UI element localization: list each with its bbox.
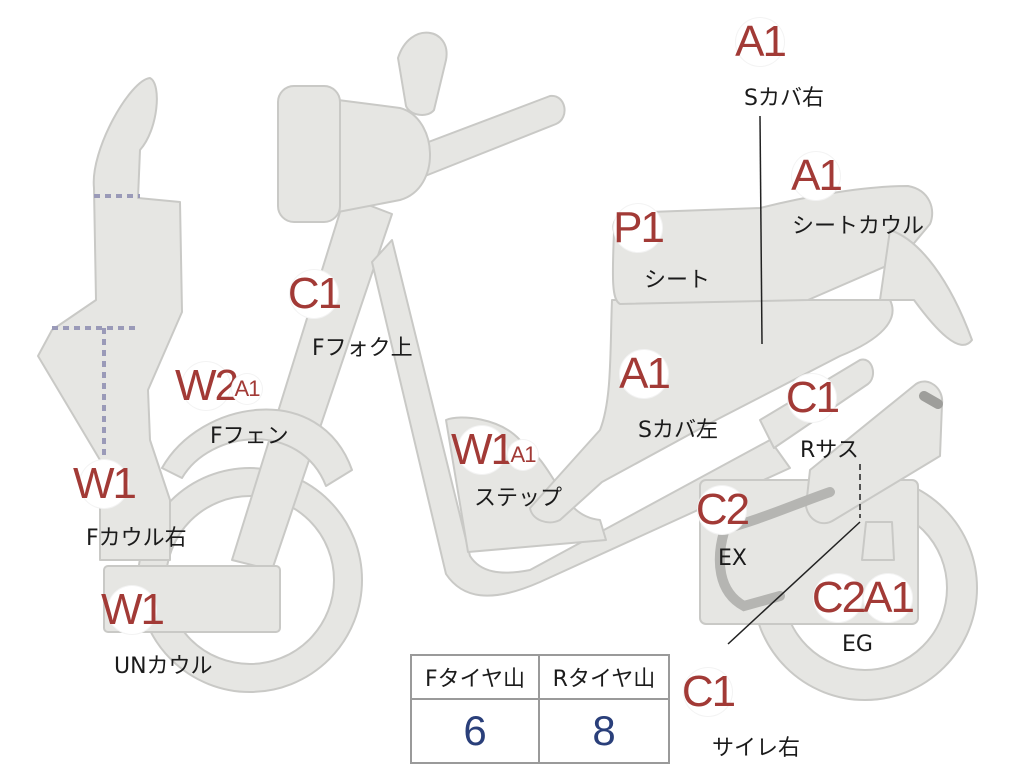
- grade-step-1: W1: [451, 425, 515, 474]
- label-under-cowl: UNカウル: [114, 654, 213, 679]
- mirror: [397, 31, 448, 116]
- front-tire-value: 6: [412, 700, 540, 762]
- rear-tire-header: Rタイヤ山: [540, 656, 668, 700]
- grade-r-suspension: C1: [785, 373, 840, 422]
- label-engine: EG: [842, 632, 873, 657]
- handlebar: [401, 94, 566, 179]
- grade-f-fender-1: W2: [175, 361, 239, 410]
- label-s-cover-right: Sカバ右: [744, 86, 824, 111]
- grade-f-fork-upper: C1: [287, 269, 342, 318]
- grade-step-2: A1: [508, 440, 538, 470]
- leader-silencer-right: [727, 521, 861, 645]
- silencer-tip: [919, 391, 943, 409]
- handle-cover: [337, 99, 431, 213]
- label-exhaust: EX: [718, 546, 747, 571]
- floor-frame: [371, 239, 791, 597]
- grade-silencer-right: C1: [681, 667, 736, 716]
- grade-engine-1: C2: [811, 573, 866, 622]
- label-s-cover-left: Sカバ左: [638, 418, 718, 443]
- label-r-suspension: Rサス: [800, 438, 859, 463]
- label-silencer-right: サイレ右: [712, 736, 801, 761]
- tire-tread-table: Fタイヤ山 Rタイヤ山 6 8: [410, 654, 670, 764]
- grade-f-cowl-right: W1: [73, 459, 137, 508]
- front-tire-header: Fタイヤ山: [412, 656, 540, 700]
- label-f-fork-upper: Fフォク上: [312, 336, 413, 361]
- front-cowl: [37, 77, 183, 561]
- grade-engine-2: A1: [863, 573, 915, 622]
- label-seat: シート: [644, 268, 711, 293]
- grade-under-cowl: W1: [101, 585, 165, 634]
- grade-s-cover-right: A1: [735, 17, 787, 66]
- grade-seat: P1: [613, 203, 665, 252]
- rear-tire-value: 8: [592, 707, 616, 754]
- label-step: ステップ: [474, 486, 563, 511]
- label-f-cowl-right: Fカウル右: [86, 526, 187, 551]
- leader-s-cover-right: [759, 115, 763, 345]
- front-fender: [161, 408, 353, 487]
- grade-f-fender-2: A1: [232, 374, 262, 404]
- label-f-fender: Fフェン: [210, 424, 289, 449]
- headlight: [277, 85, 341, 223]
- grade-s-cover-left: A1: [619, 349, 671, 398]
- label-seat-cowl: シートカウル: [792, 214, 925, 239]
- shock-rod: [861, 521, 895, 561]
- seat-cowl-tail: [879, 229, 973, 346]
- grade-seat-cowl: A1: [791, 151, 843, 200]
- silencer: [805, 380, 944, 525]
- grade-exhaust: C2: [695, 485, 750, 534]
